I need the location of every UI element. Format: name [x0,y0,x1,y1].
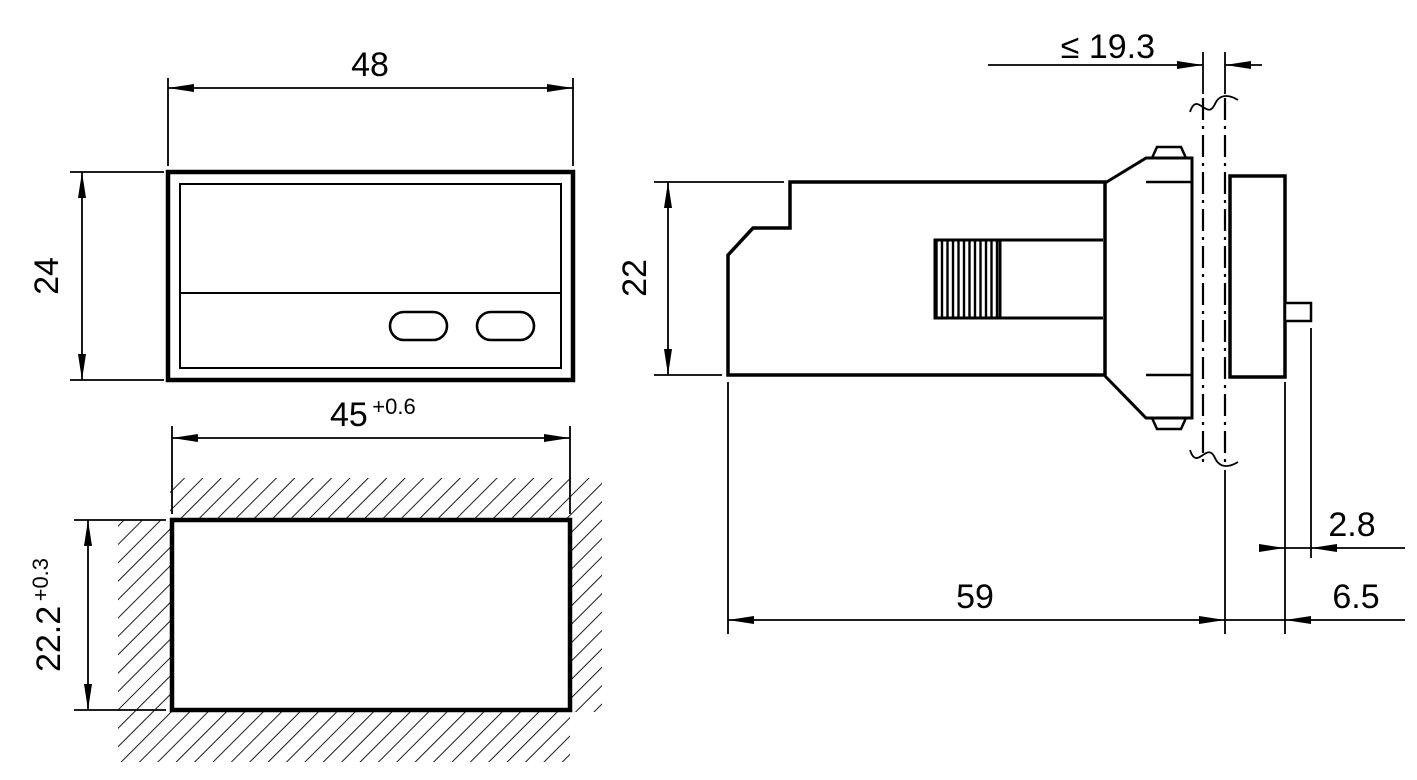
device-button-left [388,310,449,342]
dim-front-projection-label: 6.5 [1332,578,1379,616]
dim-value: 22.2 [30,606,68,672]
dim-depth: 59 6.5 [727,382,1405,634]
panel-break-symbol-bottom [1189,449,1239,467]
dim-tolerance: +0.6 [372,394,415,419]
housing-body-outline [726,180,1107,377]
dim-button-projection-label: 2.8 [1328,506,1375,544]
front-view: 48 24 [28,46,576,383]
front-bezel-side-outline [1228,174,1287,379]
dim-cutout-height-label: 22.2 +0.3 [28,558,68,672]
dim-depth-label: 59 [956,578,994,616]
front-housing-outline [165,169,576,383]
dim-panel-thickness-label: ≤ 19.3 [1061,28,1155,66]
panel-break-symbol-top [1189,95,1239,113]
clamp-tab-top [1150,145,1188,159]
dim-cutout-width-label: 45 +0.6 [330,394,416,434]
dim-front-height: 24 [28,171,164,381]
front-bezel-inner-frame [179,183,562,369]
dim-value: 45 [330,396,368,434]
dim-front-width-label: 48 [351,46,389,84]
side-view: ≤ 19.3 22 59 6.5 2.8 [616,28,1405,634]
dim-button-projection: 2.8 [1259,328,1405,558]
dim-front-width: 48 [167,46,574,166]
dim-panel-thickness: ≤ 19.3 [988,28,1262,94]
dim-side-height-label: 22 [616,259,654,297]
mounting-clamp-outline [1103,156,1194,420]
cutout-outline [169,517,573,713]
dim-front-height-label: 24 [28,257,66,295]
clamp-tab-bottom [1150,417,1188,431]
device-button-right [475,310,536,342]
dim-cutout-height: 22.2 +0.3 [28,519,166,711]
panel-cutout-view: 45 +0.6 22.2 +0.3 [28,394,602,762]
dim-side-height: 22 [616,181,784,376]
reset-button-side [1283,301,1313,323]
clamp-screw-thread [933,238,1002,320]
dim-cutout-width: 45 +0.6 [171,394,571,514]
dim-tolerance: +0.3 [28,558,53,601]
